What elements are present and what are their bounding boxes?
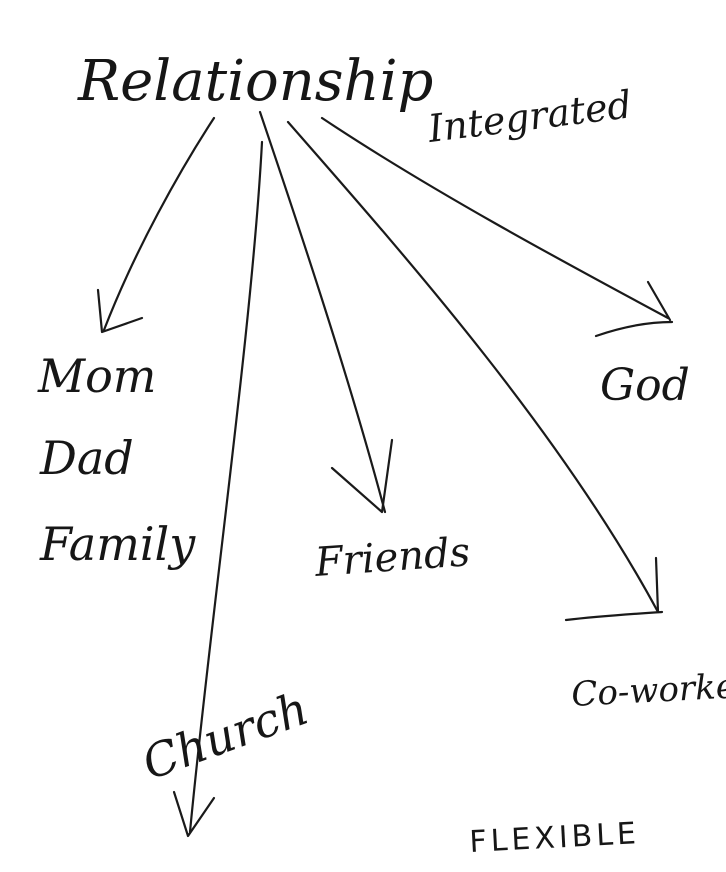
family-line-2: Dad: [39, 431, 134, 485]
family-node: Mom Dad Family: [37, 349, 196, 571]
arrow-to-god: [320, 116, 674, 338]
arrow-to-coworkers: [286, 120, 664, 622]
friends-node: Friends: [312, 529, 471, 586]
arrow-to-church: [172, 140, 264, 838]
flexible-label: FLEXIBLE: [469, 816, 641, 860]
family-line-3: Family: [39, 517, 196, 571]
family-line-1: Mom: [37, 349, 156, 403]
root-node-label: Relationship: [77, 49, 433, 114]
coworkers-node: Co-workers: [570, 665, 726, 715]
god-node: God: [600, 360, 690, 411]
church-node: Church: [135, 681, 315, 791]
integrated-annotation: Integrated: [425, 82, 634, 151]
arrow-to-friends: [258, 110, 394, 514]
arrow-to-family: [96, 116, 216, 334]
